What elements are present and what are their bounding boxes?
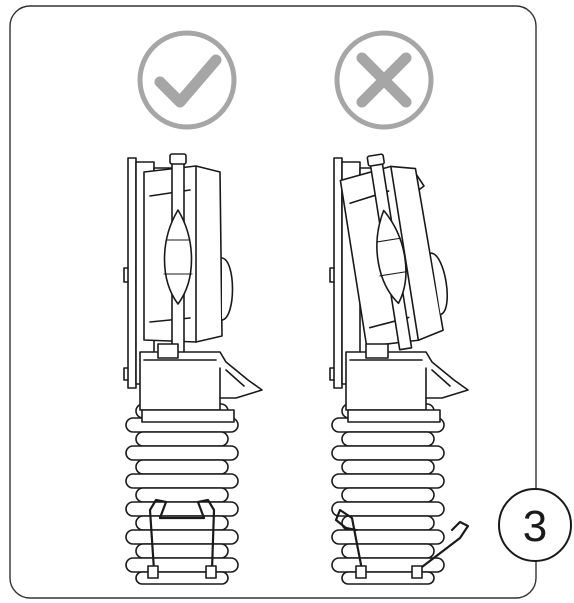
- corrugated-hose: [125, 403, 239, 585]
- wire-clip: [147, 498, 217, 579]
- panel-frame: [9, 5, 537, 599]
- cross-mark-icon: [334, 30, 434, 130]
- incorrect-assembly: [329, 153, 470, 585]
- step-number: 3: [523, 502, 547, 551]
- check-mark-icon: [137, 30, 237, 130]
- filter-rod: [163, 153, 193, 357]
- step-badge: 3: [498, 488, 572, 562]
- filter-rod: [366, 153, 413, 351]
- corrugated-hose: [331, 403, 445, 585]
- wire-clip: [334, 508, 470, 579]
- correct-assembly: [123, 153, 263, 585]
